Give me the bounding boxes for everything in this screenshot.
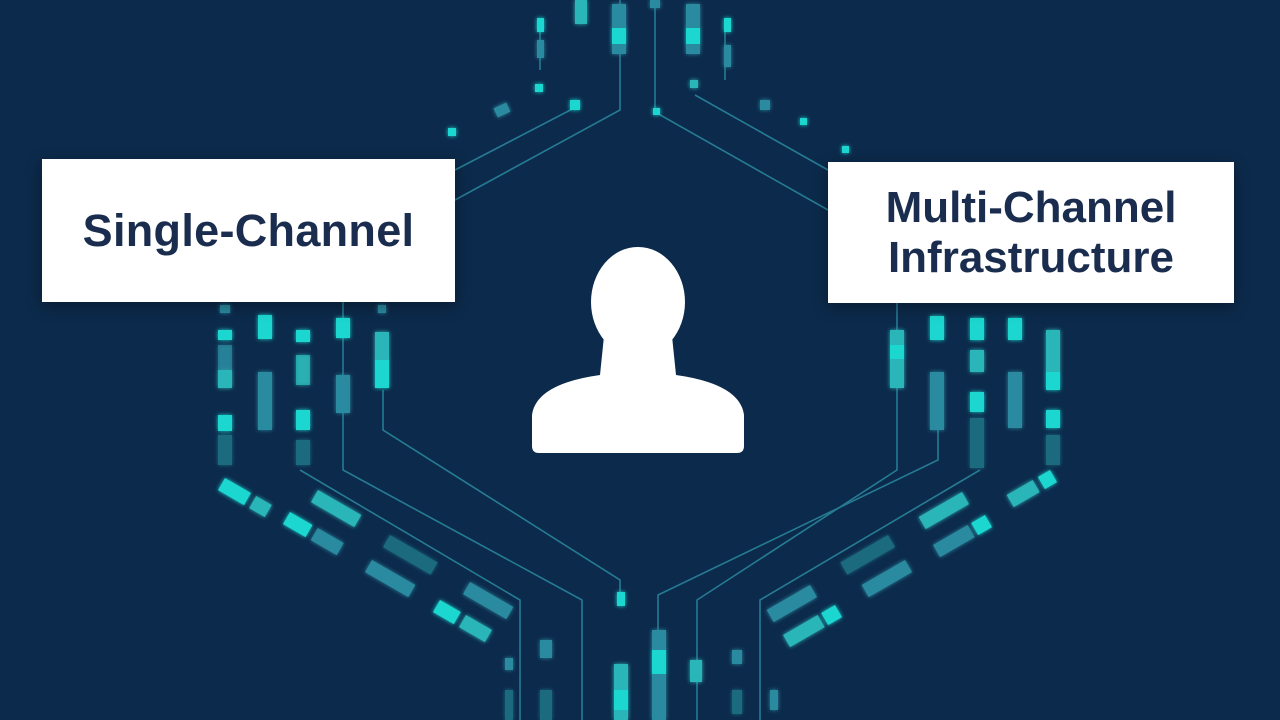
right-channel-segments bbox=[890, 316, 1060, 468]
single-channel-label-box: Single-Channel bbox=[42, 159, 455, 302]
multi-channel-label: Multi-Channel Infrastructure bbox=[886, 183, 1177, 283]
bottom-channel-segments bbox=[505, 592, 778, 720]
multi-channel-label-box: Multi-Channel Infrastructure bbox=[828, 162, 1234, 303]
bottom-left-diagonal-segments bbox=[218, 478, 514, 643]
single-channel-label: Single-Channel bbox=[82, 204, 415, 256]
bottom-right-diagonal-segments bbox=[766, 470, 1057, 648]
multi-channel-label-line1: Multi-Channel bbox=[885, 182, 1177, 232]
left-channel-segments bbox=[218, 305, 389, 465]
user-silhouette-icon bbox=[532, 247, 744, 453]
multi-channel-label-line2: Infrastructure bbox=[887, 232, 1175, 282]
top-channel-segments bbox=[448, 0, 849, 153]
